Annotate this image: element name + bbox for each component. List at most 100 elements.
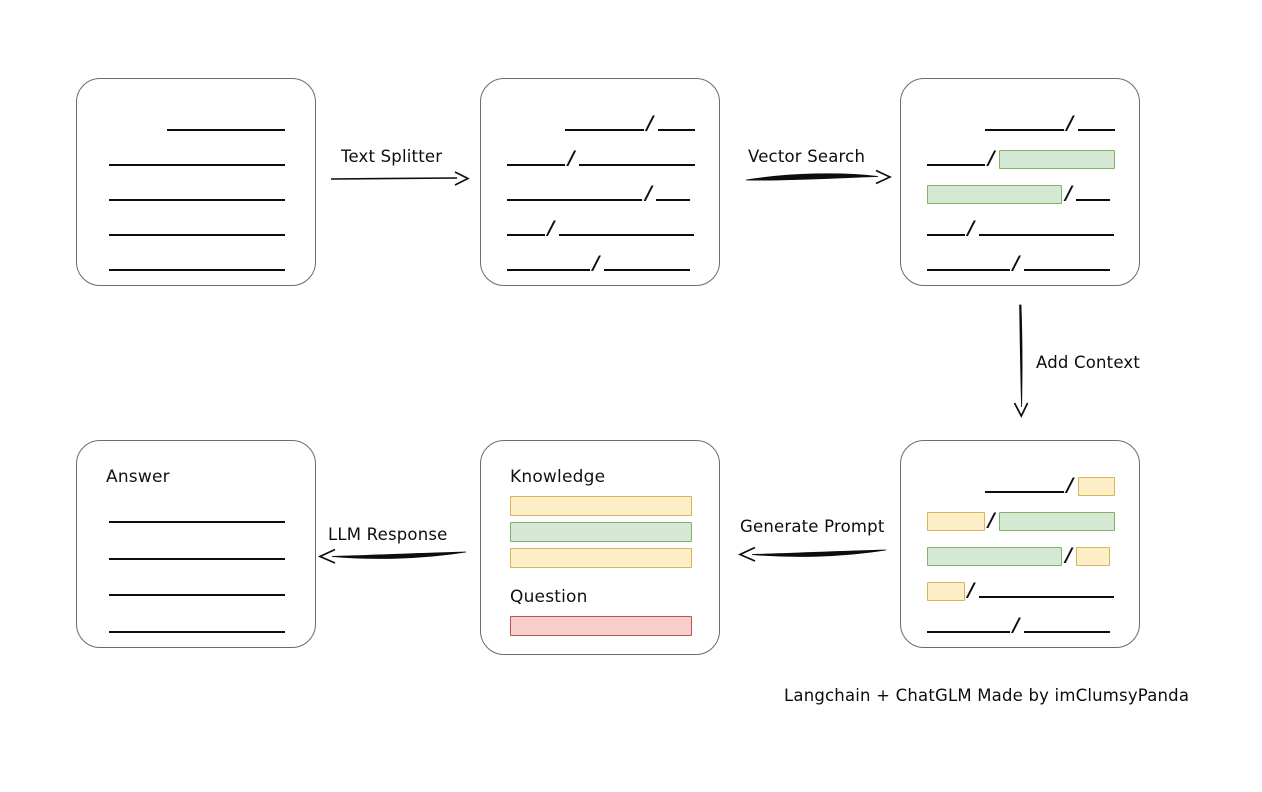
segment-rule [167, 129, 285, 131]
segment-rule [927, 631, 1010, 633]
edge-text-splitter-label: Text Splitter [341, 147, 443, 166]
segment-slash: / [547, 216, 555, 239]
segment-rule [927, 164, 985, 166]
segment-slash: / [967, 216, 975, 239]
segment-rule [109, 631, 285, 633]
segment-slash: / [1065, 181, 1073, 204]
segment-rule [109, 269, 285, 271]
split-document-card: / / / / / [480, 78, 720, 286]
segment-slash: / [967, 578, 975, 601]
diagram-caption: Langchain + ChatGLM Made by imClumsyPand… [784, 686, 1190, 705]
prompt-bar-yellow [510, 548, 692, 568]
segment-slash: / [592, 251, 600, 274]
document-line: / [927, 251, 1115, 274]
segment-highlight-yellow [927, 581, 965, 601]
segment-rule [1077, 129, 1115, 131]
document-line: / [985, 473, 1115, 496]
segment-slash: / [568, 146, 575, 169]
document-line: / [927, 181, 1115, 204]
document-line: / [927, 578, 1115, 601]
segment-slash: / [1012, 251, 1020, 274]
segment-highlight-green [998, 149, 1115, 169]
segment-slash: / [645, 181, 653, 204]
edge-llm-response-arrow [316, 547, 468, 565]
segment-rule [109, 594, 285, 597]
segment-slash: / [646, 111, 654, 134]
segment-rule [507, 164, 566, 166]
prompt-bar-yellow [510, 496, 692, 516]
segment-highlight-green [927, 184, 1063, 204]
segment-highlight-green [927, 546, 1063, 566]
edge-text-splitter-arrow [330, 170, 471, 186]
segment-slash: / [988, 508, 995, 531]
document-line: / [507, 216, 695, 239]
segment-rule [1023, 631, 1111, 633]
segment-highlight-green [998, 511, 1115, 531]
segment-rule [927, 234, 965, 236]
segment-rule [985, 491, 1064, 493]
prompt-card: Knowledge Question [480, 440, 720, 655]
segment-rule [558, 234, 694, 236]
segment-slash: / [1066, 111, 1074, 134]
segment-rule [603, 269, 691, 271]
document-line [109, 580, 285, 598]
segment-rule [507, 199, 643, 201]
segment-slash: / [1065, 543, 1073, 566]
segment-slash: / [988, 146, 995, 169]
segment-rule [578, 164, 695, 166]
document-line [109, 255, 285, 273]
document-line [109, 185, 285, 203]
prompt-bar-red [510, 616, 692, 636]
document-line [167, 115, 285, 133]
prompt-bar-green [510, 522, 692, 542]
segment-rule [985, 129, 1064, 131]
edge-generate-prompt-label: Generate Prompt [740, 517, 885, 536]
segment-rule [109, 164, 285, 166]
answer-card: Answer [76, 440, 316, 648]
answer-label: Answer [106, 467, 170, 487]
document-line: / [507, 181, 695, 204]
source-document-card [76, 78, 316, 286]
document-line: / [927, 543, 1115, 566]
edge-llm-response-label: LLM Response [328, 525, 448, 544]
document-line [109, 544, 285, 562]
segment-rule [657, 129, 695, 131]
edge-add-context-label: Add Context [1036, 353, 1141, 372]
document-line: / [927, 613, 1115, 636]
edge-vector-search-label: Vector Search [748, 147, 866, 166]
segment-rule [109, 234, 285, 236]
segment-rule [507, 269, 590, 271]
edge-generate-prompt-arrow [736, 545, 888, 563]
segment-highlight-yellow [927, 511, 986, 531]
document-line: / [985, 111, 1115, 134]
segment-rule [978, 596, 1114, 598]
document-line: / [927, 146, 1115, 169]
segment-rule [1023, 269, 1111, 271]
segment-rule [1076, 199, 1111, 201]
document-line [109, 220, 285, 238]
edge-add-context-arrow [1012, 304, 1030, 418]
document-line: / [507, 251, 695, 274]
segment-slash: / [1066, 473, 1074, 496]
document-line [109, 507, 285, 525]
question-label: Question [510, 587, 588, 607]
document-line: / [927, 216, 1115, 239]
segment-rule [109, 199, 285, 201]
retrieved-document-card: / / / / / [900, 78, 1140, 286]
segment-rule [565, 129, 644, 131]
knowledge-label: Knowledge [510, 467, 606, 487]
segment-rule [978, 234, 1114, 236]
segment-highlight-yellow [1076, 546, 1111, 566]
document-line [109, 150, 285, 168]
edge-vector-search-arrow [744, 168, 894, 186]
segment-rule [507, 234, 545, 236]
document-line: / [565, 111, 695, 134]
document-line [109, 617, 285, 635]
document-line: / [927, 508, 1115, 531]
segment-slash: / [1012, 613, 1020, 636]
document-line: / [507, 146, 695, 169]
context-document-card: / / / / / [900, 440, 1140, 648]
segment-rule [109, 521, 285, 523]
segment-highlight-yellow [1077, 476, 1115, 496]
segment-rule [109, 557, 285, 560]
